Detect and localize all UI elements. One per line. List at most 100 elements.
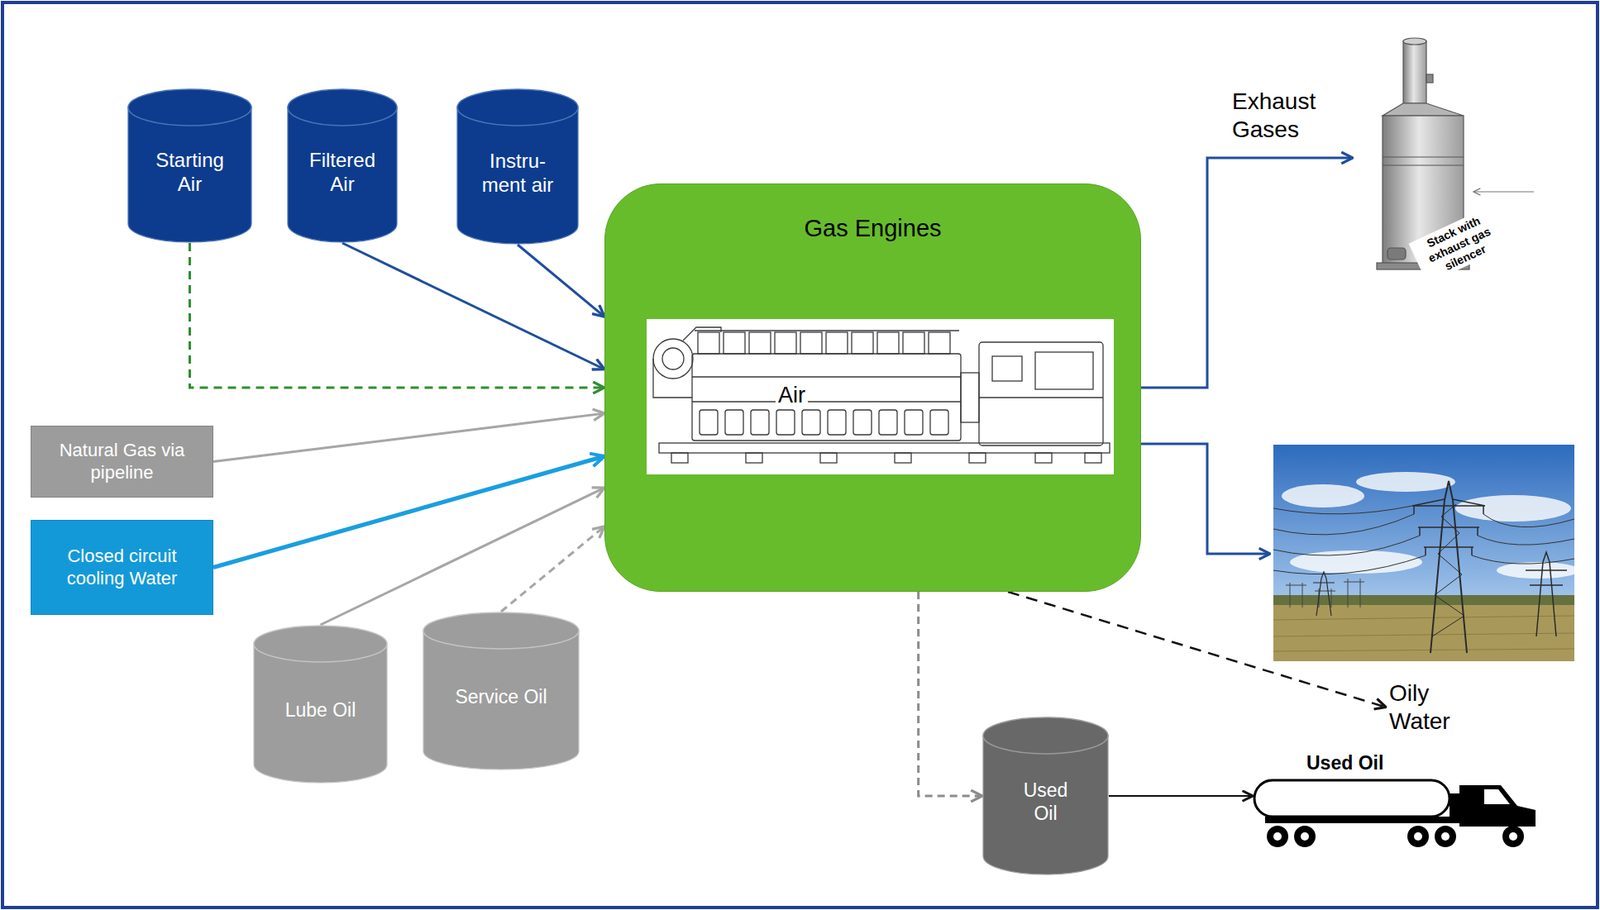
pylon [1313,481,1567,654]
crankcase-doors [930,410,949,435]
flow-connector [1141,157,1353,388]
truck-cab [1459,785,1536,827]
power-lines [1273,506,1575,575]
generator [979,342,1104,446]
block-lines [692,377,961,402]
base-feet [894,453,912,464]
field-rows [1273,616,1575,652]
wheel-hubs [1509,832,1518,841]
cylinder-heads [697,332,951,354]
tank-body [457,107,578,244]
node-text: Used Oil [1012,779,1080,826]
node-text: Instru- ment air [472,149,564,198]
stack-pointer [1473,191,1534,192]
cylinder-heads [723,332,746,354]
generator-cover [1035,352,1094,390]
sky [1273,444,1575,662]
tank-top [457,89,578,126]
exhaust-stack: Exhaust GasesStack with exhaust gas sile… [1352,35,1537,281]
cylinder-heads [826,332,848,354]
flow-connector [213,413,605,462]
flow-connector [918,592,983,797]
turbocharger [653,339,693,379]
flow-connector [501,526,605,612]
oil-tank: Lube Oil [253,625,388,784]
flow-connector [342,243,605,370]
wheel-hubs [1413,832,1423,841]
engine-illustration [646,319,1114,475]
power-lines [1273,535,1420,556]
cylinder-heads [902,332,925,354]
tank-body [423,630,579,770]
truck-tank [1254,780,1450,817]
base-feet [671,453,688,464]
base-feet [820,453,837,464]
tank-top [983,717,1109,755]
clouds [1281,484,1365,508]
pylon [1413,506,1484,556]
terminal-box [992,356,1023,382]
base-feet [1084,453,1102,464]
flow-connector [1108,795,1253,798]
engine-block [692,353,961,441]
power-lines [1273,506,1413,515]
truck-wheels [1407,826,1429,848]
crankcase-doors [699,410,718,435]
node-text: Gas Engines [803,214,941,244]
crankcase-doors [776,410,795,435]
air-receiver: Starting Air [127,88,253,244]
flow-connector [1007,592,1386,708]
base-feet [671,453,1102,464]
coupling [960,372,980,423]
cylinder-heads [697,332,720,354]
truck-wheels [1434,826,1457,848]
truck-label: Used Oil [1306,752,1384,776]
wheel-hubs [1441,832,1450,841]
tank-top [253,625,387,663]
wheel-hubs [1273,832,1518,841]
truck-window [1484,789,1510,805]
crankcase-doors [699,410,949,435]
clouds [1356,472,1456,492]
tank-top [423,612,579,650]
cylinder-heads [774,332,797,354]
cylinder-heads [851,332,874,354]
clouds [1281,472,1575,579]
pylon [1412,499,1486,548]
tank-top [287,89,397,126]
power-lines [1477,535,1575,545]
tank-top [128,89,252,126]
oil-tank: Service Oil [422,611,580,771]
supply-box: Natural Gas via pipeline [30,425,214,498]
crankcase-doors [802,410,821,435]
node-text: Starting Air [148,148,232,197]
crankcase-doors [853,410,872,435]
pylon [1432,504,1465,637]
head-rail [694,329,960,331]
tank-body [253,644,387,784]
clouds [1455,495,1572,522]
power-lines [1273,555,1426,575]
tank-body [287,107,397,243]
crankcase-doors [725,410,744,435]
engine-ground [646,319,1114,475]
crankcase-doors [750,410,769,435]
oil-truck-drawing [1254,780,1536,848]
tank-body [128,107,252,243]
cylinder-heads [749,332,771,354]
stack-fitting [1426,74,1433,83]
flow-connector [517,244,605,317]
field-rows [1273,616,1575,652]
silencer-flange [1382,157,1464,166]
oil-tank: Used Oil [982,716,1109,876]
engine-lines [653,327,1110,464]
crankcase-doors [827,410,846,435]
truck-hitch [1449,793,1462,817]
turbocharger-core [662,348,684,370]
stack-cone [1382,103,1464,116]
wheel-hubs [1300,832,1309,841]
air-receiver: Filtered Air [286,88,398,244]
pylon [1525,552,1567,637]
